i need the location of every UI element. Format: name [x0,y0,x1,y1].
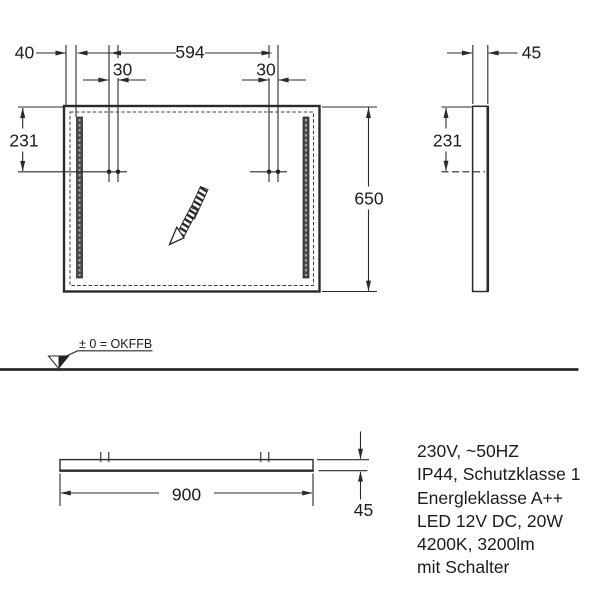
spec-line-protection-class: IP44, Schutzklasse 1 [417,464,581,485]
lightning-arrowhead [168,225,185,246]
plan-mounting-ticks [100,452,270,463]
datum-leader-line [66,350,153,357]
spec-line-switch: mit Schalter [417,557,510,578]
dim-label-30-left: 30 [113,60,133,80]
mirror-inner-dashed-line [69,111,314,286]
spec-line-color-temperature: 4200K, 3200lm [417,534,535,555]
dim-label-900: 900 [172,485,201,505]
dimension-45-side: 45 [447,43,541,104]
top-view [59,452,314,472]
dimension-650: 650 [322,106,384,293]
spec-line-voltage: 230V, ~50HZ [417,441,520,461]
datum-label: ± 0 = OKFFB [79,337,152,351]
mounting-hole [115,169,121,175]
dim-label-45-side: 45 [522,43,541,63]
plan-outline [59,458,314,472]
dim-label-231-front: 231 [9,131,38,151]
dim-label-650: 650 [354,189,383,209]
led-strip-right [302,116,310,279]
dimension-45-top-view: 45 [317,431,373,520]
ground-datum: ± 0 = OKFFB [0,337,579,371]
mounting-hole [275,169,281,175]
led-strip-left [76,116,83,279]
dim-label-30-right: 30 [256,60,276,80]
dimension-900: 900 [59,473,314,506]
power-connection-symbol [168,185,209,246]
mounting-hole [266,169,272,175]
mirror-outline [62,104,321,293]
dimension-231-side: 231 [433,106,485,173]
dim-label-594: 594 [175,42,204,62]
dimension-30-left: 30 [83,60,146,83]
mounting-holes [106,169,281,175]
side-view [471,105,490,293]
dim-label-40: 40 [15,43,35,63]
datum-triangle-fill [58,356,69,369]
spec-line-energy-class: Energleklasse A++ [417,487,563,508]
spec-text-block: 230V, ~50HZ IP44, Schutzklasse 1 Energle… [417,440,600,580]
front-view [18,45,321,293]
dimension-30-right: 30 [242,60,306,83]
spec-line-led-power: LED 12V DC, 20W [417,510,563,531]
dim-label-231-side: 231 [433,131,462,151]
dim-label-45-top-view: 45 [354,500,373,520]
mounting-hole [106,169,112,175]
side-profile-outline [471,105,489,293]
dimension-231-front: 231 [9,106,63,172]
dimension-40-594: 40 594 [15,42,272,63]
